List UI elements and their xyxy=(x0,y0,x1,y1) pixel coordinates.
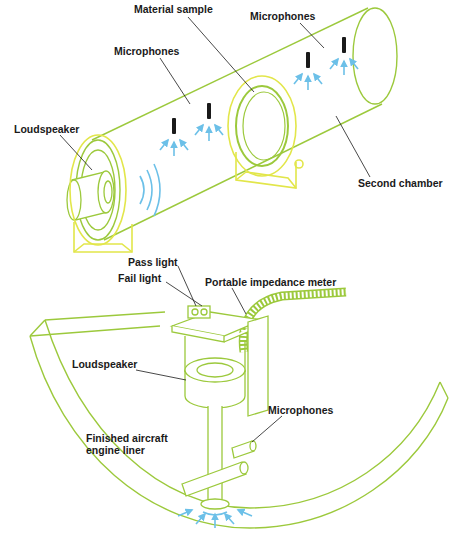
sound-wave xyxy=(147,170,152,210)
part-label: Microphones xyxy=(114,45,179,57)
sound-wave xyxy=(154,164,160,216)
top-frame-side xyxy=(172,326,224,342)
sound-arrow xyxy=(173,142,175,156)
part-label: Pass light xyxy=(128,256,178,268)
light-box xyxy=(188,306,210,318)
sound-arrow xyxy=(195,125,203,135)
leader-line xyxy=(252,416,282,442)
leader-line xyxy=(160,58,190,104)
sound-arrow xyxy=(238,510,252,516)
leader-line xyxy=(336,116,370,177)
sound-arrow xyxy=(215,125,223,135)
stand-base xyxy=(74,244,132,252)
speaker-center xyxy=(104,181,112,203)
impedance-tube xyxy=(76,8,397,240)
material-sample-disc xyxy=(236,86,288,166)
speaker-cone xyxy=(98,171,114,213)
impedance-meter-head xyxy=(172,306,268,509)
sound-arrow xyxy=(208,127,210,141)
part-label: Material sample xyxy=(134,3,213,15)
probe-foot xyxy=(201,499,229,509)
probe-cross-tube xyxy=(182,462,246,496)
sound-arrow xyxy=(294,74,302,84)
sound-arrow xyxy=(180,140,188,150)
speaker-stand xyxy=(70,135,132,252)
part-label: Microphones xyxy=(250,10,315,22)
part-label: Microphones xyxy=(268,404,333,416)
microphone-symbol xyxy=(306,52,310,68)
side-plate xyxy=(248,316,268,416)
holder-ring xyxy=(228,76,296,176)
sound-wave xyxy=(140,176,144,204)
speaker-back xyxy=(67,180,81,220)
microphone-port xyxy=(250,441,256,451)
part-label: Second chamber xyxy=(358,177,443,189)
loudspeaker-symbol xyxy=(67,171,114,220)
holder-knob xyxy=(295,160,303,168)
liner-rim xyxy=(30,326,160,336)
sample-disc xyxy=(236,86,288,166)
sound-arrow xyxy=(330,59,338,69)
leader-line xyxy=(188,17,254,92)
microphone-port xyxy=(240,462,248,474)
microphone-symbol xyxy=(342,37,346,53)
microphone-symbol xyxy=(172,118,176,134)
part-label: Finished aircraft engine liner xyxy=(86,432,182,456)
sound-arrow xyxy=(214,514,216,528)
liner-end xyxy=(30,320,45,336)
part-label: Loudspeaker xyxy=(72,358,137,370)
leader-line xyxy=(136,370,186,380)
sound-arrow xyxy=(343,61,345,75)
part-label: Portable impedance meter xyxy=(205,276,336,288)
sound-arrows xyxy=(178,510,252,528)
sound-arrow xyxy=(314,74,322,84)
leader-line xyxy=(300,23,324,48)
liner-rim xyxy=(45,312,165,320)
sound-arrow xyxy=(196,514,205,524)
pass-light-symbol xyxy=(192,309,198,315)
stand-base xyxy=(74,222,132,252)
microphones xyxy=(172,37,346,134)
sound-wave xyxy=(203,512,227,515)
liner-end xyxy=(440,382,448,398)
leader-lines xyxy=(136,266,282,442)
leader-line xyxy=(232,288,246,314)
sound-arrow xyxy=(160,140,168,150)
sound-waves xyxy=(140,164,160,216)
sound-arrow xyxy=(307,76,309,90)
speaker-top xyxy=(185,358,245,382)
microphone-symbol xyxy=(207,103,211,119)
leader-line xyxy=(60,135,92,170)
holder-stand xyxy=(236,172,296,188)
leader-lines xyxy=(60,17,370,177)
sample-disc-inner xyxy=(243,92,285,160)
part-label: Fail light xyxy=(118,272,161,284)
sound-arrow xyxy=(350,59,358,69)
sample-holder xyxy=(228,76,303,188)
tube-end xyxy=(353,8,397,104)
sound-arrows xyxy=(160,59,358,156)
fail-light-symbol xyxy=(201,309,207,315)
tube-edge xyxy=(92,8,368,140)
stand-ring xyxy=(70,135,126,245)
leader-line xyxy=(166,282,202,306)
speaker-top-inner xyxy=(197,363,233,377)
liner-outer-edge xyxy=(30,336,448,528)
sound-arrow xyxy=(178,510,192,516)
part-label: Loudspeaker xyxy=(14,123,79,135)
sound-arrow xyxy=(225,514,234,524)
